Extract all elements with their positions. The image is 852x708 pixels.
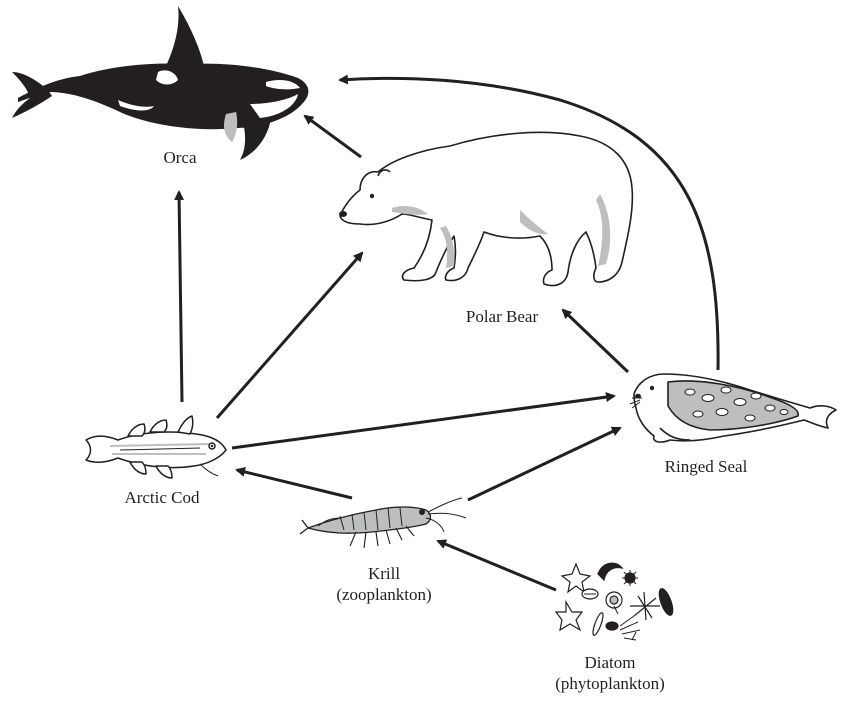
- arrow-diatom-to-krill: [436, 539, 557, 592]
- arrow-arctic-cod-to-orca: [174, 190, 185, 403]
- organism-name-orca: Orca: [163, 148, 197, 167]
- organism-type-diatom: (phytoplankton): [555, 674, 665, 693]
- label-krill: Krill (zooplankton): [314, 563, 454, 605]
- food-web-arrows: [174, 74, 720, 592]
- label-polar-bear: Polar Bear: [432, 306, 572, 327]
- arrow-polar-bear-to-orca: [303, 114, 362, 159]
- orca-illustration: [12, 6, 309, 160]
- label-arctic-cod: Arctic Cod: [92, 487, 232, 508]
- arrow-krill-to-ringed-seal: [467, 426, 622, 502]
- diatom-illustration: [554, 562, 674, 641]
- arrow-krill-to-arctic-cod: [235, 467, 353, 500]
- polar-bear-illustration: [339, 131, 634, 287]
- organism-name-polar-bear: Polar Bear: [465, 307, 539, 326]
- organism-name-ringed-seal: Ringed Seal: [664, 457, 748, 476]
- organism-name-diatom: Diatom: [584, 653, 636, 672]
- organism-type-krill: (zooplankton): [336, 585, 432, 604]
- arrow-ringed-seal-to-orca: [338, 74, 720, 371]
- arrow-ringed-seal-to-polar-bear: [561, 308, 630, 374]
- arrow-arctic-cod-to-polar-bear: [215, 251, 364, 419]
- organism-name-krill: Krill: [367, 564, 401, 583]
- arrow-arctic-cod-to-ringed-seal: [231, 392, 616, 450]
- krill-illustration: [299, 497, 467, 549]
- organism-name-arctic-cod: Arctic Cod: [124, 488, 200, 507]
- label-diatom: Diatom (phytoplankton): [530, 652, 690, 694]
- arctic-cod-illustration: [85, 415, 227, 479]
- label-orca: Orca: [132, 147, 228, 168]
- ringed-seal-illustration: [629, 373, 837, 443]
- label-ringed-seal: Ringed Seal: [636, 456, 776, 477]
